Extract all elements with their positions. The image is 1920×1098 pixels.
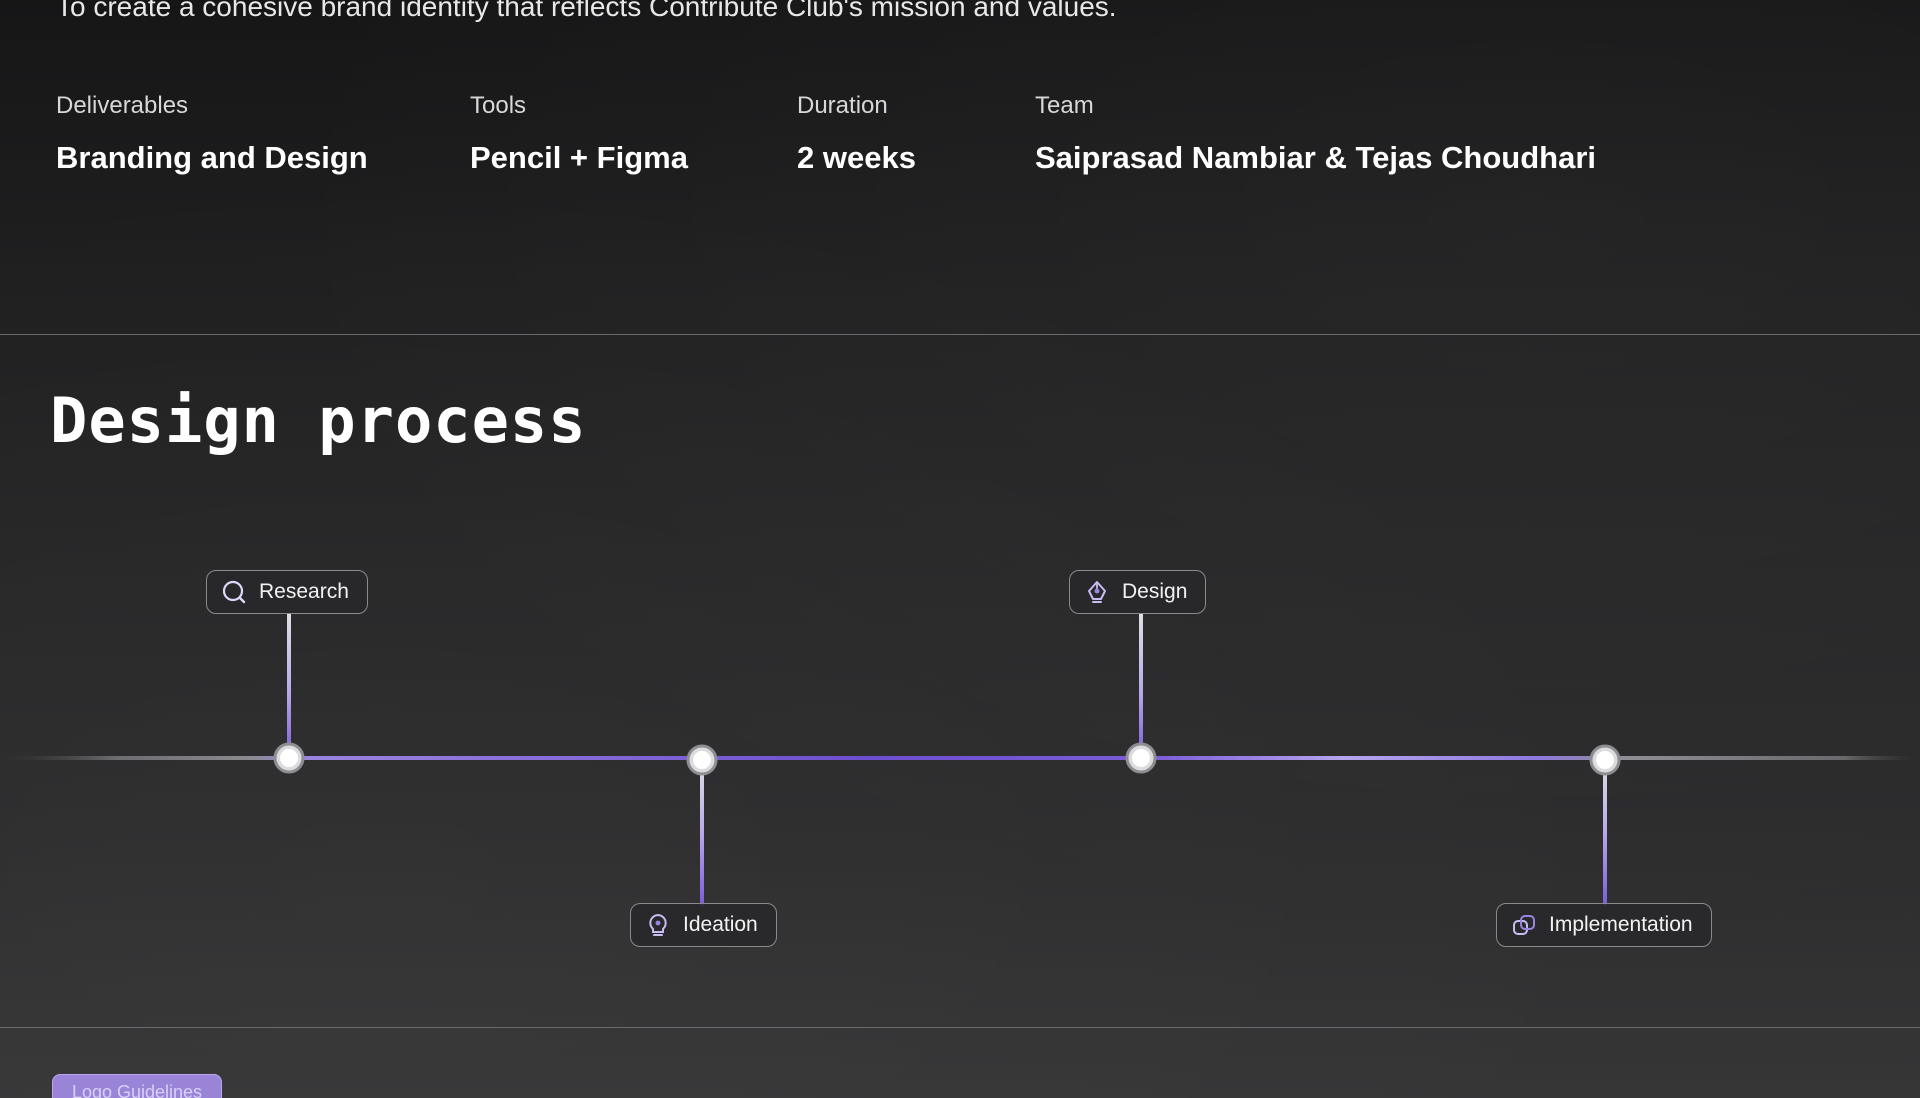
timeline-stem-research	[287, 614, 291, 758]
meta-value: 2 weeks	[797, 140, 916, 175]
meta-tools: Tools Pencil + Figma	[470, 92, 688, 176]
meta-value: Saiprasad Nambiar & Tejas Choudhari	[1035, 140, 1597, 175]
timeline-stem-ideation	[700, 760, 704, 906]
lightbulb-icon	[649, 913, 667, 936]
section-divider-bottom	[0, 1027, 1920, 1028]
timeline-stem-design	[1139, 614, 1143, 758]
section-divider-top	[0, 334, 1920, 335]
meta-label: Team	[1035, 92, 1094, 119]
meta-team: Team Saiprasad Nambiar & Tejas Choudhari	[1035, 92, 1596, 176]
timeline-node-research	[273, 742, 305, 774]
timeline-main-line	[0, 756, 1920, 760]
logo-guidelines-tab[interactable]: Logo Guidelines	[52, 1074, 222, 1098]
stage-implementation[interactable]: Implementation	[1496, 903, 1712, 947]
meta-label: Tools	[470, 92, 527, 119]
timeline-node-design	[1125, 742, 1157, 774]
stage-label: Design	[1122, 580, 1188, 603]
meta-label: Deliverables	[56, 92, 189, 119]
meta-deliverables: Deliverables Branding and Design	[56, 92, 368, 176]
mission-statement: To create a cohesive brand identity that…	[56, 0, 1117, 22]
timeline-node-implementation	[1589, 744, 1621, 776]
meta-value: Pencil + Figma	[470, 140, 688, 175]
stage-label: Research	[259, 580, 349, 603]
stage-ideation[interactable]: Ideation	[630, 903, 777, 947]
pen-tool-icon	[1088, 581, 1106, 603]
timeline-node-ideation	[686, 744, 718, 776]
stage-label: Ideation	[683, 913, 758, 936]
meta-value: Branding and Design	[56, 140, 368, 175]
search-icon	[222, 580, 246, 604]
meta-label: Duration	[797, 92, 888, 119]
stage-label: Implementation	[1549, 913, 1693, 936]
meta-duration: Duration 2 weeks	[797, 92, 916, 176]
stage-design[interactable]: Design	[1069, 570, 1207, 614]
stage-research[interactable]: Research	[206, 570, 368, 614]
link-icon	[1513, 915, 1535, 935]
timeline-stem-implementation	[1603, 760, 1607, 906]
section-title: Design process	[50, 384, 587, 457]
